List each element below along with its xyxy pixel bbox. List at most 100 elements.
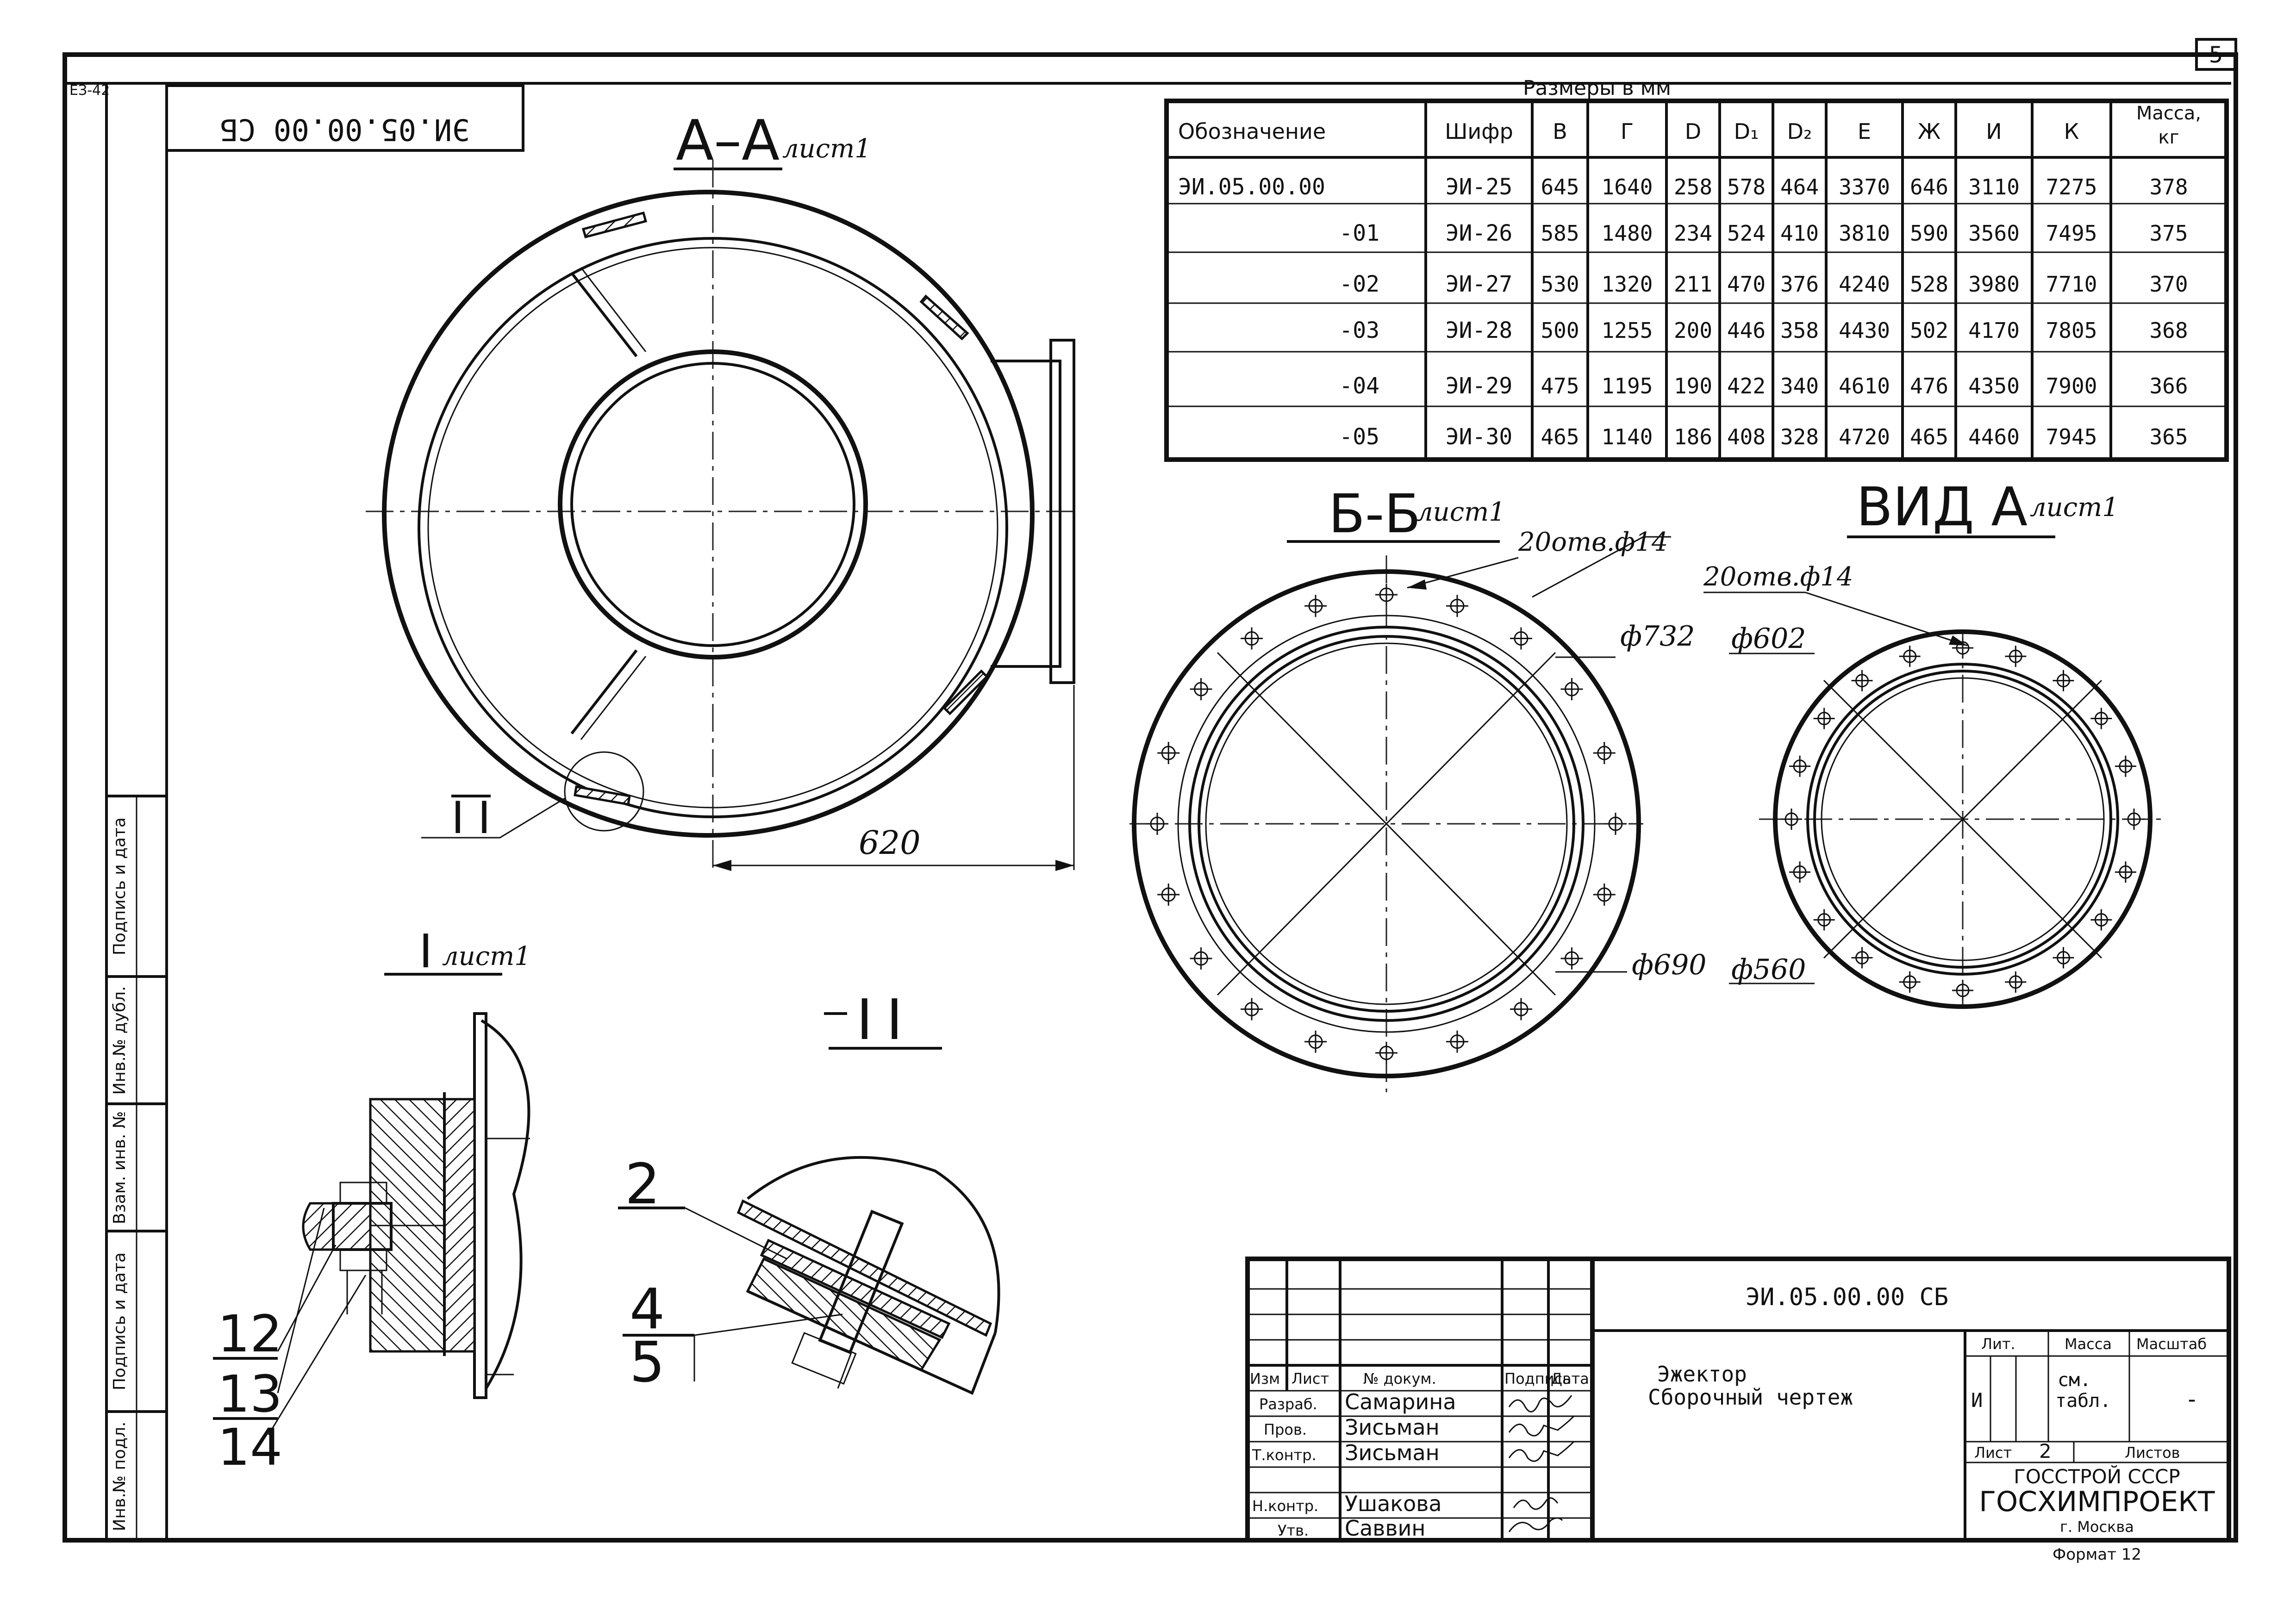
detail-i-pos14: 14 (218, 1418, 282, 1477)
table-header-cell: D₂ (1787, 119, 1812, 144)
sheet-frame (62, 38, 2238, 1543)
tb-lit-value: И (1971, 1389, 1983, 1412)
tb-col-izm: Изм (1250, 1370, 1280, 1388)
callout-ii-label: II (451, 793, 491, 844)
table-cell: 578 (1727, 174, 1766, 199)
table-cell: 190 (1674, 373, 1712, 398)
table-cell: 258 (1674, 174, 1712, 199)
table-cell: -05 (1339, 424, 1379, 450)
table-cell: 186 (1674, 424, 1712, 449)
table-header-cell: Е (1858, 119, 1871, 144)
tb-role-2: Пров. (1264, 1421, 1307, 1438)
strip-label-3: Взам. инв. № (110, 1111, 129, 1224)
table-cell: 358 (1780, 318, 1819, 343)
tb-col-list: Лист (1292, 1370, 1329, 1388)
table-header-cell: D₁ (1734, 119, 1759, 144)
view-a-title: ВИД А (1856, 476, 2028, 538)
table-cell: 645 (1541, 174, 1579, 199)
table-cell: 7900 (2046, 373, 2097, 398)
strip-label-2: Подпись и дата (110, 1252, 129, 1390)
table-cell: 528 (1910, 272, 1948, 297)
table-cell: 3810 (1839, 221, 1890, 246)
table-cell: 464 (1780, 174, 1819, 199)
table-cell: 4720 (1839, 424, 1890, 449)
table-cell: 4240 (1839, 272, 1890, 297)
table-caption: Размеры в мм (1523, 76, 1671, 100)
tb-designation: ЭИ.05.00.00 СБ (1746, 1283, 1948, 1311)
table-cell: 4610 (1839, 373, 1890, 398)
table-cell: 3980 (1968, 272, 2020, 297)
rotated-stamp: ЭИ.05.00.00 СБ (220, 112, 469, 146)
table-header-cell: Масса, (2136, 103, 2201, 124)
tb-role-4: Н.контр. (1252, 1497, 1318, 1515)
table-cell: 500 (1541, 318, 1579, 343)
corner-mark: ЕЗ-42 (69, 82, 110, 99)
table-header-cell: К (2064, 119, 2079, 144)
table-cell: 646 (1910, 174, 1948, 199)
table-header-cell: Обозначение (1178, 119, 1326, 144)
table-cell: 1320 (1602, 272, 1653, 297)
table-cell: 7945 (2046, 424, 2097, 449)
table-cell: 234 (1674, 221, 1712, 246)
tb-name-4: Ушакова (1345, 1491, 1442, 1516)
dim-620: 620 (859, 824, 921, 862)
table-cell: 470 (1727, 272, 1766, 297)
table-cell: 465 (1541, 424, 1579, 449)
table-header-cell: Ж (1918, 119, 1941, 144)
table-cell: 7495 (2046, 221, 2097, 246)
table-cell: 4350 (1968, 373, 2020, 398)
table-cell: ЭИ-28 (1446, 317, 1513, 343)
strip-label-5: Подпись и дата (110, 817, 129, 955)
section-aa-title: А–А (676, 109, 780, 173)
detail-i-sheet-ref: лист1 (442, 941, 531, 971)
table-header-cell: Шифр (1445, 119, 1513, 144)
table-cell: 375 (2149, 221, 2188, 246)
tb-mass-value-2: табл. (2055, 1390, 2111, 1412)
view-a-sheet-ref: лист1 (2030, 492, 2119, 523)
tb-name-line2: Сборочный чертеж (1648, 1385, 1853, 1410)
detail-ii-pos2: 2 (625, 1152, 660, 1217)
table-header-cell: кг (2158, 127, 2179, 148)
table-cell: 408 (1727, 424, 1766, 449)
tb-role-3: Т.контр. (1252, 1446, 1316, 1464)
tb-name-2: Зисьман (1345, 1415, 1440, 1440)
tb-col-doc: № докум. (1363, 1370, 1436, 1388)
strip-label-1: Инв.№ подл. (110, 1422, 129, 1531)
tb-sheets-label: Листов (2125, 1444, 2180, 1462)
va-holes-note: 20отв.ф14 (1703, 562, 1853, 592)
table-cell: 211 (1674, 272, 1712, 297)
sheet-format: Формат 12 (2053, 1545, 2141, 1564)
table-cell: 530 (1541, 272, 1579, 297)
tb-mass-header: Масса (2065, 1335, 2112, 1353)
table-cell: 446 (1727, 318, 1766, 343)
section-aa-view: А–А лист1 II 620 (366, 109, 1075, 871)
tb-role-1: Разраб. (1259, 1395, 1317, 1413)
detail-ii-pos4: 4 (630, 1277, 665, 1342)
table-cell: 200 (1674, 318, 1712, 343)
table-cell: 4430 (1839, 318, 1890, 343)
table-cell: 370 (2149, 272, 2188, 297)
va-d560: ф560 (1731, 953, 1806, 986)
table-cell: 1195 (1602, 373, 1653, 398)
table-cell: 1255 (1602, 318, 1653, 343)
tb-sheet-value: 2 (2039, 1440, 2052, 1462)
section-bb-title: Б-Б (1329, 483, 1421, 545)
strip-label-4: Инв.№ дубл. (110, 986, 129, 1095)
tb-city: г. Москва (2060, 1518, 2134, 1536)
detail-i-view: I лист1 12 13 14 (213, 924, 531, 1477)
title-block: Изм Лист № докум. Подпись Дата Разраб. С… (1245, 1257, 2231, 1543)
detail-i-title: I (419, 924, 433, 978)
table-cell: 590 (1910, 221, 1948, 246)
table-cell: ЭИ-29 (1446, 373, 1513, 399)
table-cell: -01 (1339, 220, 1379, 246)
tb-org2: ГОСХИМПРОЕКТ (1979, 1486, 2215, 1518)
table-cell: 465 (1910, 424, 1948, 449)
tb-name-5: Саввин (1345, 1516, 1426, 1541)
table-cell: 502 (1910, 318, 1948, 343)
table-cell: ЭИ-30 (1446, 424, 1513, 450)
va-d602: ф602 (1731, 622, 1806, 655)
tb-mass-value-1: см. (2058, 1369, 2091, 1391)
bb-d732: ф732 (1620, 620, 1695, 653)
